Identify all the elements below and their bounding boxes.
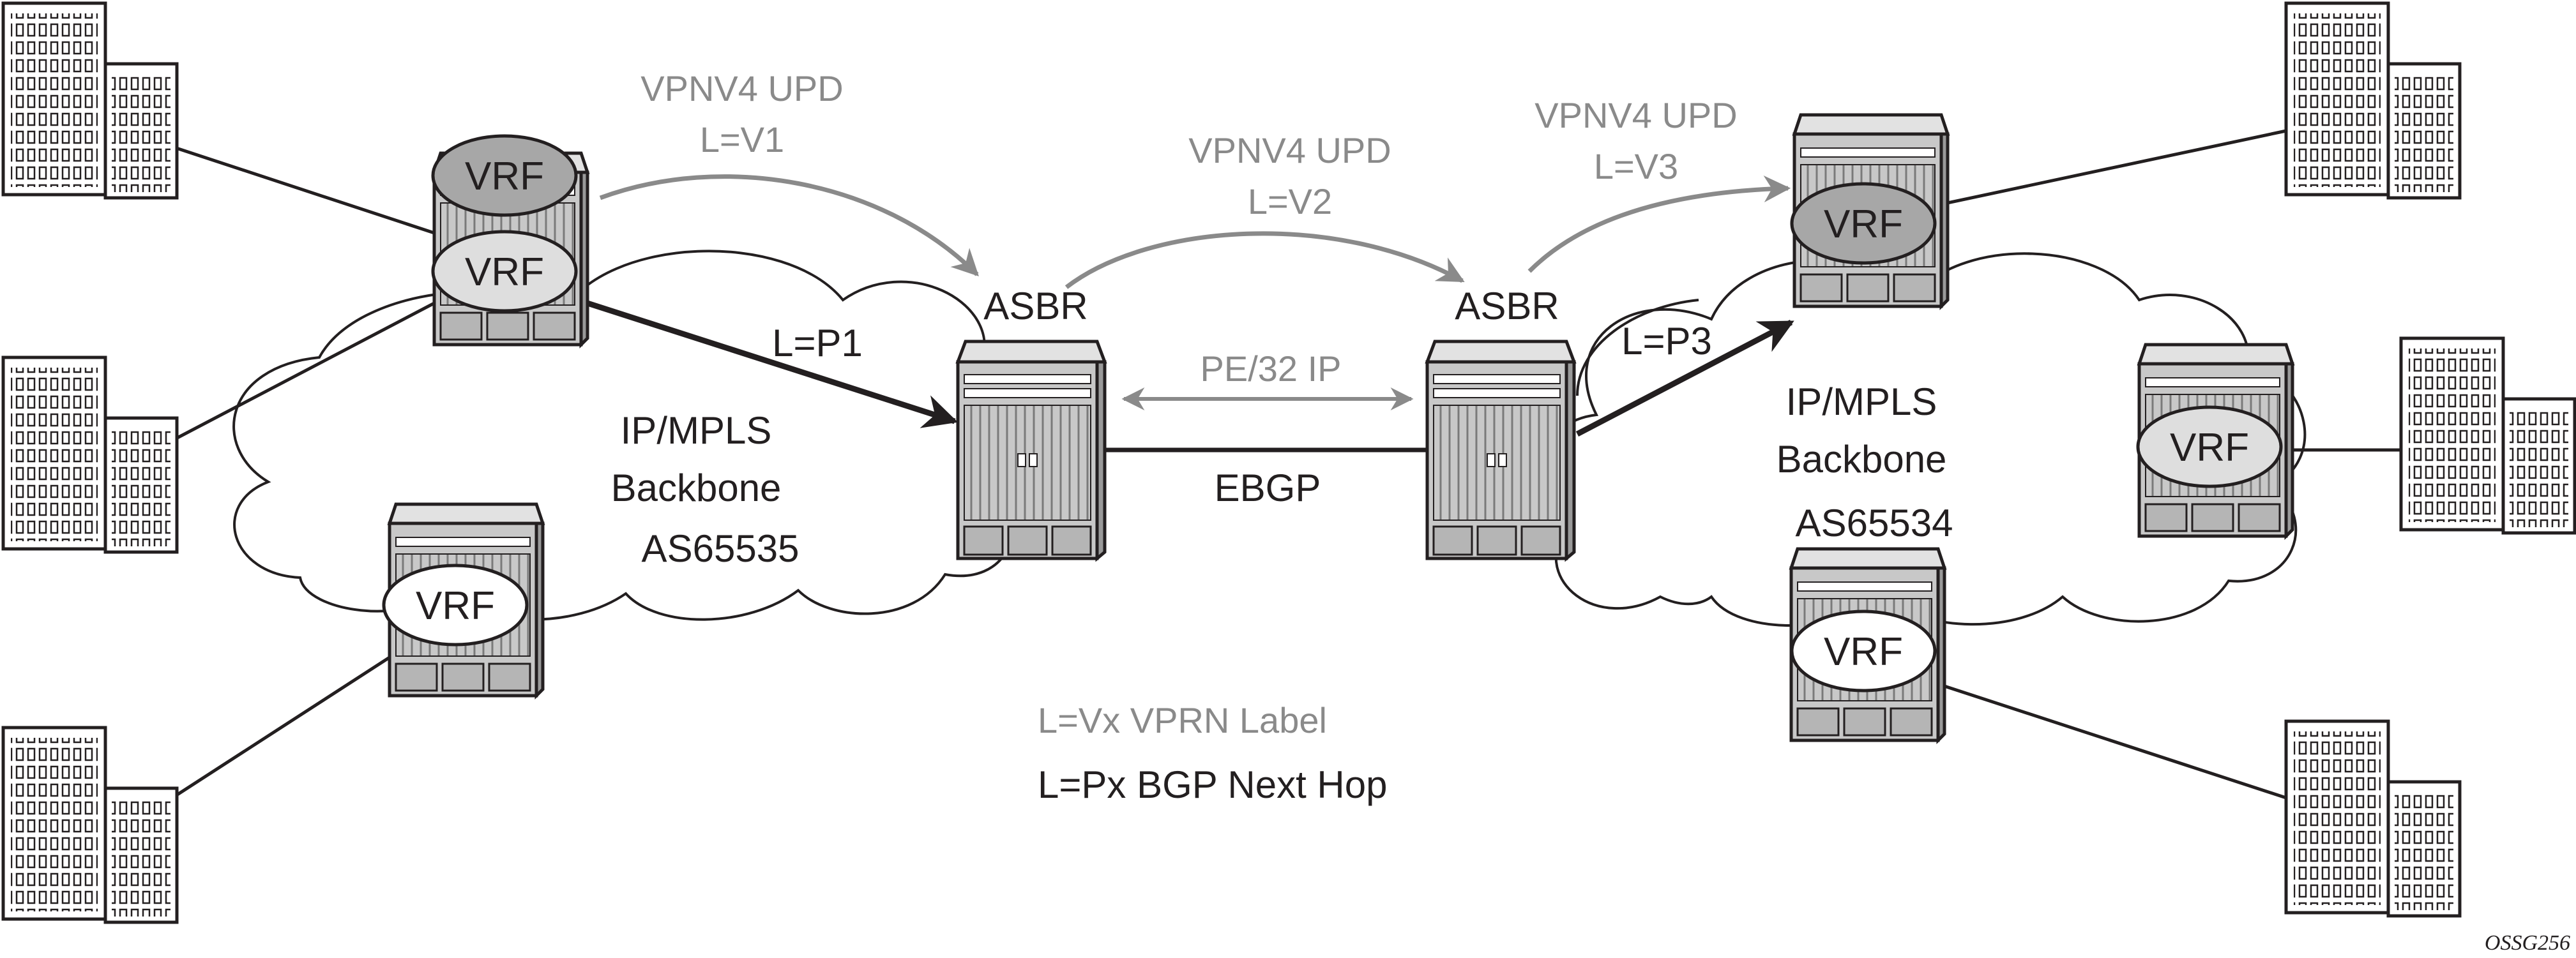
vrf-label: VRF <box>1824 202 1903 246</box>
vrf-badge-mid-right: VRF <box>2136 405 2283 488</box>
ebgp-label: EBGP <box>1215 467 1321 509</box>
vrf-label: VRF <box>416 584 495 628</box>
figure-id: OSSG256 <box>2485 931 2570 955</box>
backbone-right-line2: Backbone <box>1777 438 1947 481</box>
as-left-label: AS65535 <box>642 527 799 570</box>
label-p3: L=P3 <box>1621 320 1712 363</box>
upd-title-2: VPNV4 UPD <box>1188 130 1391 170</box>
backbone-right-line1: IP/MPLS <box>1786 380 1937 423</box>
link-building-vrf-bottom-left <box>171 655 391 800</box>
asbr-router-icon <box>958 341 1105 558</box>
upd-label-v2: L=V2 <box>1248 181 1332 221</box>
office-building-icon <box>3 357 177 552</box>
upd-title-3: VPNV4 UPD <box>1534 95 1737 135</box>
bgp-next-hop-arrow-p1 <box>586 300 958 428</box>
pe32-ip-label: PE/32 IP <box>1200 348 1341 389</box>
office-building-icon <box>3 728 177 922</box>
vrf-badge-top-right: VRF <box>1790 182 1937 265</box>
office-building-icon <box>2401 338 2575 533</box>
as-right-label: AS65534 <box>1796 502 1953 544</box>
legend-bgp-next-hop: L=Px BGP Next Hop <box>1038 763 1388 806</box>
vpnv4-update-arrow-2 <box>1064 231 1465 289</box>
upd-label-v1: L=V1 <box>700 119 784 160</box>
upd-label-v3: L=V3 <box>1594 146 1678 186</box>
vpnv4-update-arrow-3 <box>1527 176 1791 273</box>
vrf-label: VRF <box>465 250 544 294</box>
link-building-vrf-mid-left <box>171 301 436 442</box>
vrf-badge-top-left-lower: VRF <box>431 230 578 313</box>
upd-title-1: VPNV4 UPD <box>640 68 843 109</box>
vrf-badge-top-left-upper: VRF <box>431 134 578 217</box>
asbr-left-label: ASBR <box>983 285 1087 327</box>
backbone-left-line2: Backbone <box>611 467 782 509</box>
legend-vprn-label: L=Vx VPRN Label <box>1038 700 1327 740</box>
asbr-right-label: ASBR <box>1455 285 1559 327</box>
office-building-icon <box>2286 721 2460 916</box>
office-building-icon <box>3 3 177 198</box>
asbr-router-icon <box>1427 341 1574 558</box>
asbr-right-uplink <box>1576 299 1699 396</box>
vrf-label: VRF <box>1824 630 1903 674</box>
vrf-badge-bottom-right: VRF <box>1790 610 1937 692</box>
backbone-left-line1: IP/MPLS <box>621 409 772 452</box>
label-p1: L=P1 <box>772 322 863 364</box>
vrf-label: VRF <box>2170 426 2249 470</box>
link-building-vrf-top-left <box>172 145 435 235</box>
vpnv4-update-arrow-1 <box>599 174 979 276</box>
vrf-badge-bottom-left: VRF <box>382 564 529 647</box>
bgp-next-hop-arrow-p3 <box>1575 320 1794 437</box>
link-building-vrf-top-right <box>1941 129 2287 206</box>
vrf-label: VRF <box>465 154 544 198</box>
office-building-icon <box>2286 3 2460 198</box>
link-building-vrf-bottom-right <box>1944 684 2287 800</box>
